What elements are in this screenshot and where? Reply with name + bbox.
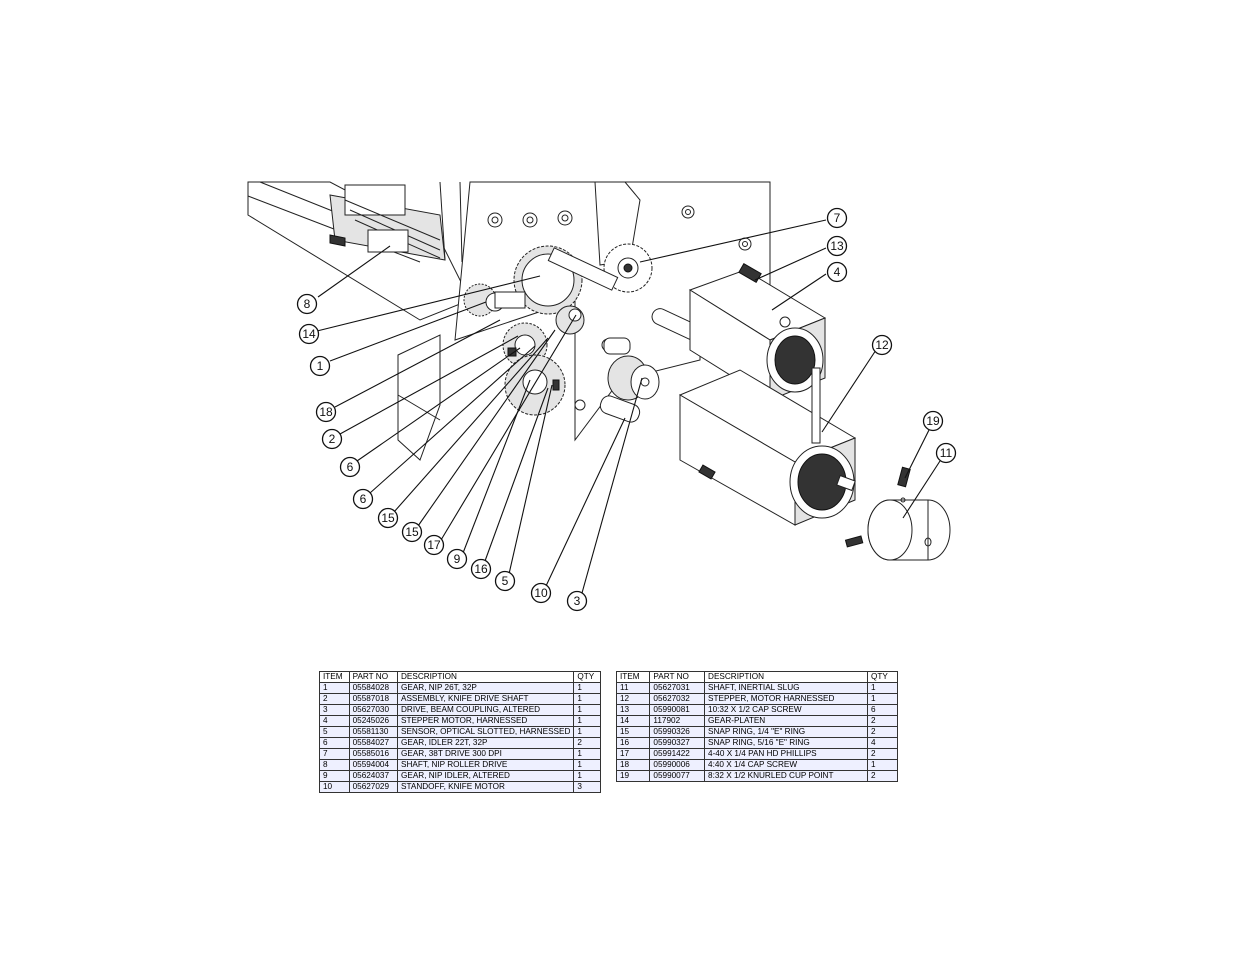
balloon-19: 19 — [922, 410, 944, 432]
svg-text:8: 8 — [304, 297, 311, 311]
balloon-5: 5 — [494, 570, 516, 592]
balloon-6-b: 6 — [352, 488, 374, 510]
balloon-9: 9 — [446, 548, 468, 570]
svg-text:16: 16 — [474, 562, 488, 576]
balloon-callouts: 7 13 4 12 19 11 8 14 1 18 2 6 6 15 15 17… — [296, 207, 957, 612]
svg-text:11: 11 — [940, 446, 953, 460]
col-part-no: PART NO — [649, 671, 706, 683]
col-part-no: PART NO — [348, 671, 399, 683]
svg-text:5: 5 — [502, 574, 509, 588]
printer-frame — [247, 181, 471, 321]
balloon-17: 17 — [423, 534, 445, 556]
balloon-11: 11 — [935, 442, 957, 464]
balloon-6-a: 6 — [339, 456, 361, 478]
svg-text:17: 17 — [427, 538, 441, 552]
svg-text:6: 6 — [360, 492, 367, 506]
svg-text:13: 13 — [830, 239, 844, 253]
balloon-7: 7 — [826, 207, 848, 229]
svg-text:9: 9 — [454, 552, 461, 566]
svg-text:18: 18 — [319, 405, 333, 419]
balloon-3: 3 — [566, 590, 588, 612]
leader-lines — [316, 219, 941, 594]
svg-text:15: 15 — [381, 511, 395, 525]
stepper-motor-lower — [678, 367, 857, 526]
stepper-motor-upper — [688, 262, 827, 401]
svg-text:14: 14 — [302, 327, 316, 341]
svg-text:10: 10 — [534, 586, 548, 600]
svg-text:2: 2 — [329, 432, 336, 446]
col-description: DESCRIPTION — [396, 671, 575, 683]
svg-text:3: 3 — [574, 594, 581, 608]
gear-train — [463, 243, 653, 416]
svg-text:6: 6 — [347, 460, 354, 474]
col-qty: QTY — [573, 671, 601, 683]
inertial-slug — [844, 466, 951, 561]
svg-text:19: 19 — [926, 414, 940, 428]
svg-text:12: 12 — [875, 338, 889, 352]
balloon-15-a: 15 — [377, 507, 399, 529]
balloon-2: 2 — [321, 428, 343, 450]
svg-text:15: 15 — [405, 525, 419, 539]
balloon-12: 12 — [871, 334, 893, 356]
col-item: ITEM — [319, 671, 350, 683]
side-plate — [397, 181, 771, 461]
balloon-4: 4 — [826, 261, 848, 283]
bom-header-row: ITEM PART NO DESCRIPTION QTY — [319, 671, 601, 683]
balloon-13: 13 — [826, 235, 848, 257]
svg-text:4: 4 — [834, 265, 841, 279]
balloon-16: 16 — [470, 558, 492, 580]
col-item: ITEM — [615, 671, 651, 683]
balloon-8: 8 — [296, 293, 318, 315]
col-description: DESCRIPTION — [704, 671, 868, 683]
svg-text:7: 7 — [834, 211, 841, 225]
balloon-15-b: 15 — [401, 521, 423, 543]
balloon-14: 14 — [298, 323, 320, 345]
bom-header-row: ITEM PART NO DESCRIPTION QTY — [615, 671, 898, 683]
balloon-1: 1 — [309, 355, 331, 377]
svg-text:1: 1 — [317, 359, 324, 373]
col-qty: QTY — [867, 671, 898, 683]
balloon-10: 10 — [530, 582, 552, 604]
balloon-18: 18 — [315, 401, 337, 423]
